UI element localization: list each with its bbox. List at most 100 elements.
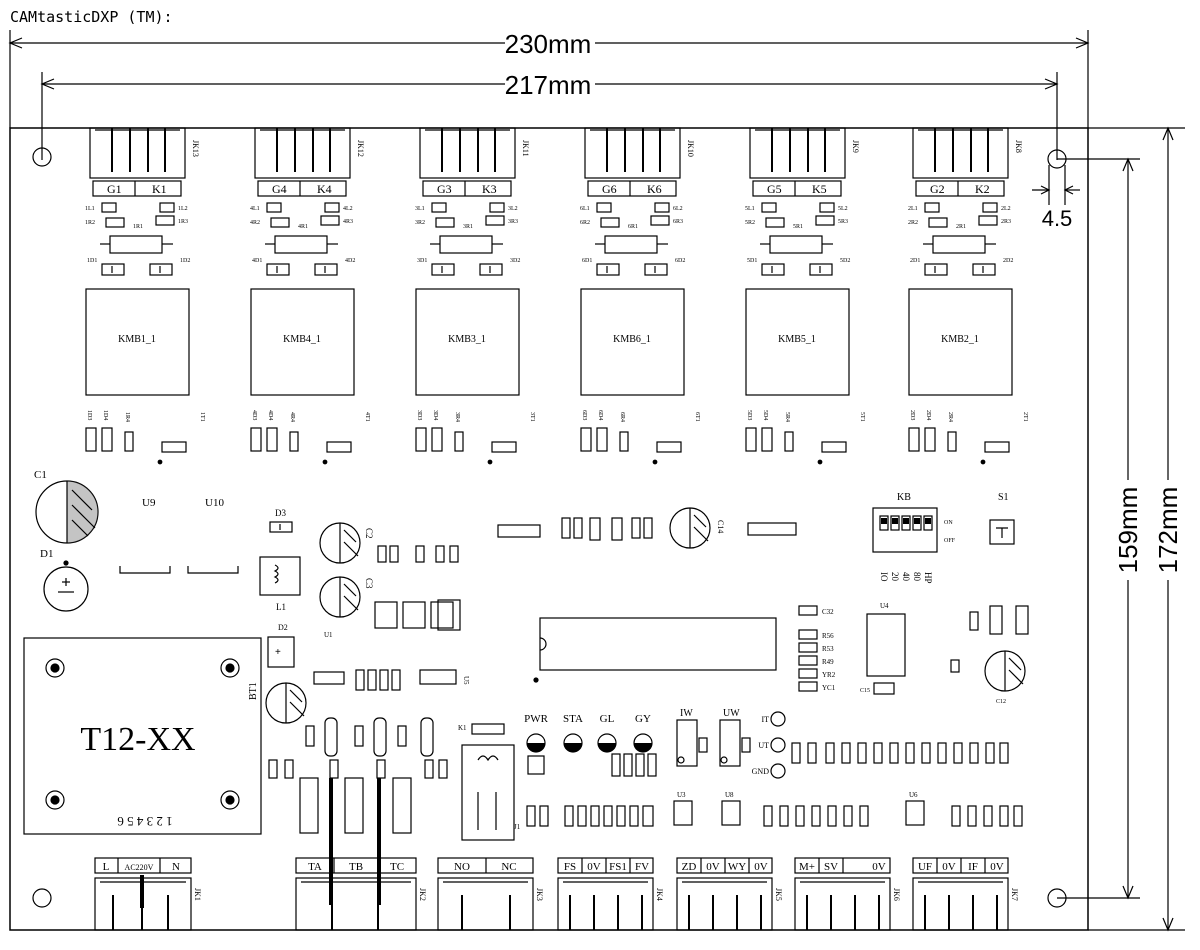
smd-l1 <box>431 202 447 213</box>
gate-label: G4 <box>272 182 287 196</box>
transformer-t12: T12-XX 1 2 3 4 5 6 <box>23 637 262 835</box>
eeprom-u4: U4 C15 <box>860 602 960 695</box>
connector-body <box>295 877 417 931</box>
smd-d3 <box>415 427 427 452</box>
d1-label: 4D1 <box>252 258 262 264</box>
dim-hole: 4.5 <box>1042 206 1073 231</box>
smd-c <box>984 441 1010 453</box>
cathode-label: K3 <box>482 182 497 196</box>
dim-172mm: 172mm <box>1153 487 1183 574</box>
smd-r2 <box>105 217 125 228</box>
smd-l2 <box>819 202 835 213</box>
smd-l2-label: 4L2 <box>343 206 353 212</box>
smd-l2 <box>982 202 998 213</box>
pin1-dot <box>322 459 328 465</box>
resistor-net-label: R53 <box>822 645 834 653</box>
gk-box <box>587 180 677 197</box>
connector-body <box>794 877 891 931</box>
connector-label-box <box>295 857 417 874</box>
mount-hole-bl <box>32 888 52 908</box>
label-u4: U4 <box>880 602 889 610</box>
resistor-net-part <box>798 629 818 640</box>
label-d3: D3 <box>275 508 286 518</box>
switch-s1: S1 <box>989 492 1015 545</box>
connector-pin-label: NC <box>501 861 516 873</box>
r1-label: 1R1 <box>133 224 143 230</box>
smd-d4 <box>266 427 278 452</box>
connector-pin-label: TA <box>308 861 322 873</box>
d4-label: 1D4 <box>102 410 108 420</box>
d3-label: 5D3 <box>746 410 752 420</box>
label-c1: C1 <box>34 469 47 481</box>
connector-body <box>912 877 1009 931</box>
d1-label: 2D1 <box>910 258 920 264</box>
resistor-net-label: YR2 <box>822 671 836 679</box>
smd-r2-label: 2R2 <box>908 220 918 226</box>
jack-label: JK10 <box>686 140 695 157</box>
cathode-label: K1 <box>152 182 167 196</box>
smd-d4 <box>596 427 608 452</box>
smd-r3-label: 1R3 <box>178 219 188 225</box>
connector-pin-label: WY <box>728 861 746 873</box>
smd-r4 <box>124 431 134 452</box>
t1-label: 1T1 <box>199 412 205 422</box>
connector-body <box>557 877 654 931</box>
smd-l1-label: 3L1 <box>415 206 425 212</box>
resistor-net-label: R49 <box>822 658 834 666</box>
d2-label: 5D2 <box>840 258 850 264</box>
smd-d3 <box>85 427 97 452</box>
smd-l2-label: 6L2 <box>673 206 683 212</box>
d1-label: 1D1 <box>87 258 97 264</box>
label-bt1: BT1 <box>248 682 259 700</box>
smd-r2-label: 6R2 <box>580 220 590 226</box>
jack-label: JK12 <box>356 140 365 157</box>
resistor-r1 <box>274 235 328 254</box>
test-point <box>770 763 786 779</box>
capacitor-c12: C12 <box>984 650 1026 705</box>
diode-d2 <box>149 263 173 276</box>
smd-c <box>326 441 352 453</box>
led-label: GL <box>600 713 615 725</box>
diode-d1 <box>101 263 125 276</box>
r4-label: 3R4 <box>454 412 460 422</box>
diode-d1 <box>596 263 620 276</box>
mcu-ic <box>533 617 777 683</box>
dip-toggle <box>923 515 933 531</box>
dip-knob <box>892 518 898 524</box>
resistor-net-part <box>798 668 818 679</box>
regulator-u9 <box>119 566 171 574</box>
connector-label-box <box>94 857 192 874</box>
smd-l2-label: 3L2 <box>508 206 518 212</box>
dip-pin-label: IO <box>879 572 889 582</box>
capacitor-c1: C1 <box>34 469 99 544</box>
diode-d1: D1 <box>40 548 89 612</box>
label-c32: C32 <box>822 608 834 616</box>
smd-l2-label: 2L2 <box>1001 206 1011 212</box>
connector-pin-label: FV <box>635 861 649 873</box>
smd-r3 <box>155 215 175 226</box>
kmb-module <box>415 288 520 396</box>
mount-hole-br <box>1047 888 1067 908</box>
smd-r3-label: 5R3 <box>838 219 848 225</box>
dip-knob <box>925 518 931 524</box>
smd-d4 <box>101 427 113 452</box>
diode-d2 <box>809 263 833 276</box>
pin1-dot <box>817 459 823 465</box>
transformer-pins: 1 2 3 4 5 6 <box>117 814 173 829</box>
diode-d2 <box>644 263 668 276</box>
smd-l1-label: 1L1 <box>85 206 95 212</box>
svg-text:+: + <box>275 647 281 658</box>
label-u8: U8 <box>725 791 734 799</box>
connector-jack-label: JK5 <box>774 888 783 901</box>
t1-label: 3T1 <box>529 412 535 422</box>
label-c3: C3 <box>364 578 374 589</box>
d1-label: 3D1 <box>417 258 427 264</box>
kmb-module <box>580 288 685 396</box>
smd-l2-label: 5L2 <box>838 206 848 212</box>
pin1-dot <box>487 459 493 465</box>
